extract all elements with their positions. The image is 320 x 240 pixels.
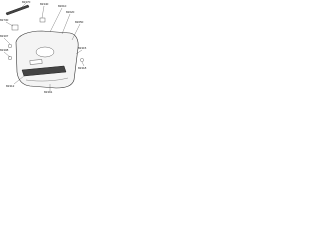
weatherstrip-part [5, 4, 30, 16]
callout-label: 82340 [40, 2, 49, 6]
upper-hardware-part [11, 17, 46, 31]
callout-label: 82308 [0, 48, 9, 52]
callout-label: 82318 [78, 66, 87, 70]
door-trim-panel-part [15, 30, 79, 89]
callout-label: 82370 [22, 0, 31, 4]
callout-label: 82730 [0, 18, 9, 22]
callout-label: 82650 [75, 20, 84, 24]
callout-label: 82620 [66, 10, 75, 14]
clip-parts [7, 44, 84, 62]
callout-labels: 82370 82340 82610 82620 82730 82650 8230… [0, 0, 87, 93]
leader-lines [3, 2, 85, 91]
door-trim-exploded-diagram: 82370 82340 82610 82620 82730 82650 8230… [0, 0, 87, 93]
callout-label: 82391 [44, 90, 53, 93]
callout-label: 82315 [78, 46, 87, 50]
callout-label: 82610 [58, 4, 67, 8]
callout-label: 82312 [6, 84, 15, 88]
callout-label: 82307 [0, 34, 9, 38]
